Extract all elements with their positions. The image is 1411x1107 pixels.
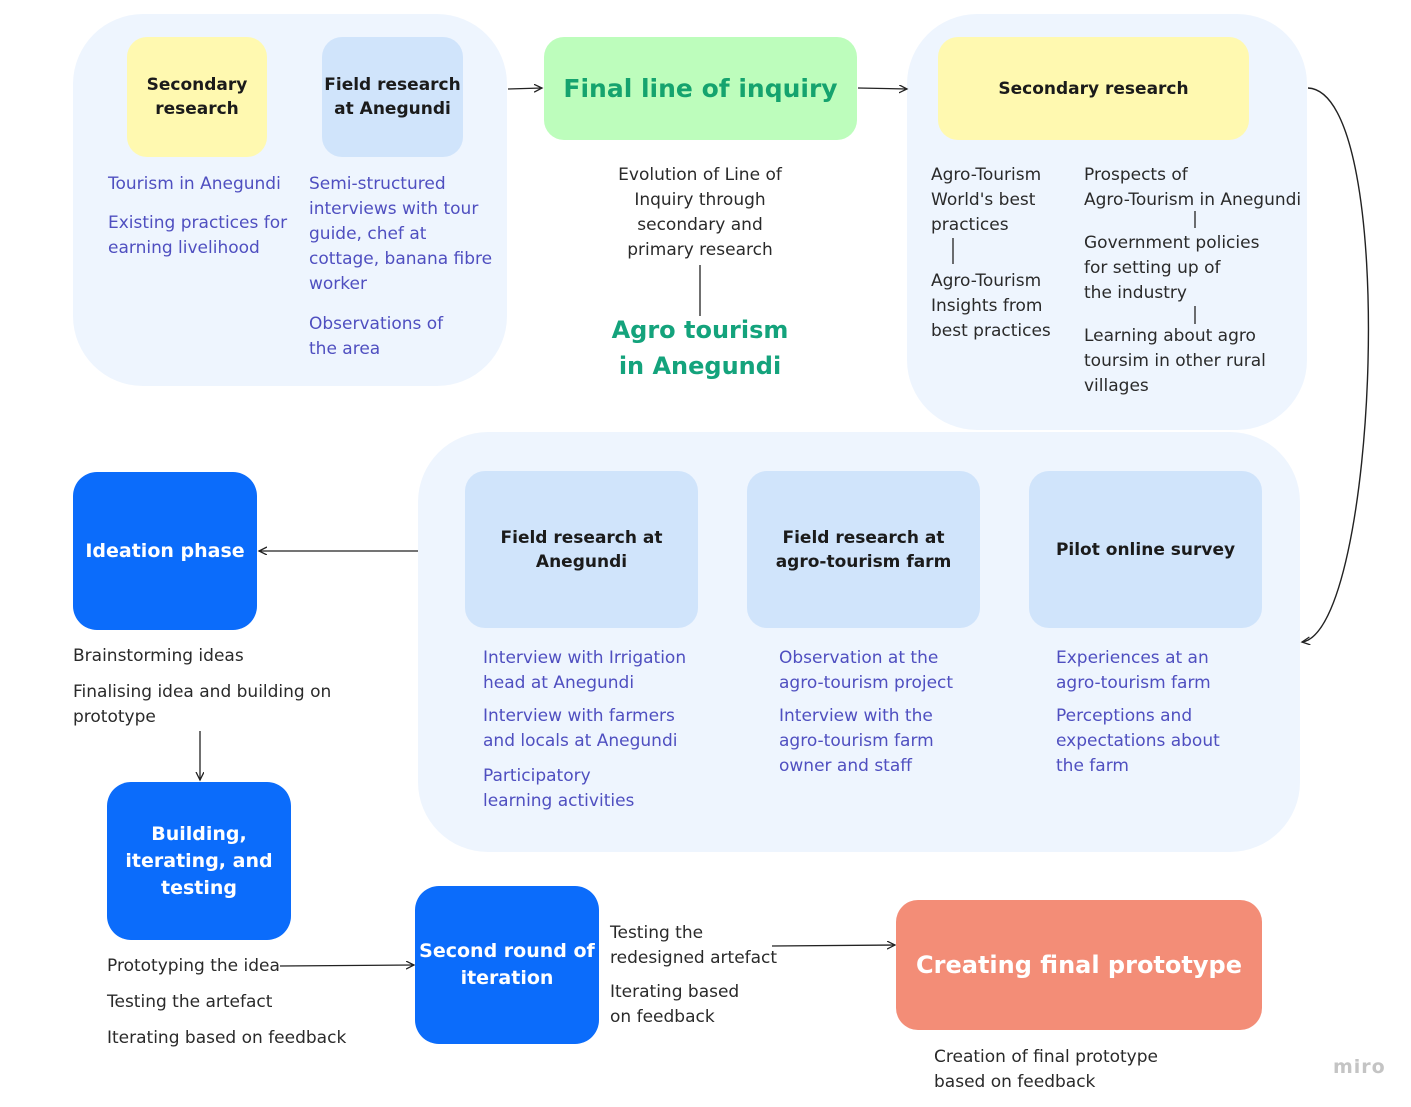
note-insights-best-practices: Agro-Tourism Insights from best practice… <box>931 271 1051 341</box>
note-observations-area: Observations of the area <box>309 314 444 359</box>
note-testing-artefact: Testing the artefact <box>107 992 273 1012</box>
note-evolution-inquiry: Evolution of Line of Inquiry through sec… <box>618 165 782 260</box>
note-perceptions-expectations: Perceptions and expectations about the f… <box>1056 706 1220 776</box>
field-research-farm-box: Field research at agro-tourism farm <box>747 471 980 628</box>
note-testing-redesigned: Testing the redesigned artefact <box>610 923 778 968</box>
note-observation-project: Observation at the agro-tourism project <box>779 648 954 693</box>
arrow-building-to-second <box>279 965 414 966</box>
note-worlds-best-practices: Agro-Tourism World's best practices <box>931 165 1042 235</box>
agro-tourism-title: Agro tourism in Anegundi <box>611 316 789 380</box>
note-prototyping-idea: Prototyping the idea <box>107 956 280 976</box>
note-learning-rural-villages: Learning about agro toursim in other rur… <box>1084 326 1266 396</box>
note-interview-owner: Interview with the agro-tourism farm own… <box>779 706 934 776</box>
building-iterating-testing-box: Building, iterating, and testing <box>107 782 291 940</box>
arrow-topleft-to-inquiry <box>507 88 542 89</box>
note-experiences-farm: Experiences at an agro-tourism farm <box>1056 648 1211 693</box>
secondary-research-box: Secondary research <box>127 37 267 157</box>
secondary-research-box-right: Secondary research <box>938 37 1249 140</box>
note-brainstorming: Brainstorming ideas <box>73 646 244 666</box>
final-line-of-inquiry-box: Final line of inquiry <box>544 37 857 140</box>
note-participatory-learning: Participatory learning activities <box>483 766 635 811</box>
arrow-inquiry-to-secondary <box>857 88 907 89</box>
field-research-anegundi-box: Field research at Anegundi <box>322 37 463 157</box>
note-creation-final-prototype: Creation of final prototype based on fee… <box>934 1047 1158 1092</box>
note-interview-irrigation: Interview with Irrigation head at Anegun… <box>483 648 687 693</box>
note-government-policies: Government policies for setting up of th… <box>1084 233 1260 303</box>
arrow-second-to-final <box>771 945 895 946</box>
note-prospects: Prospects of Agro-Tourism in Anegundi <box>1084 165 1302 210</box>
ideation-phase-box: Ideation phase <box>73 472 257 630</box>
note-interview-farmers: Interview with farmers and locals at Ane… <box>483 706 678 751</box>
miro-logo: miro <box>1333 1056 1386 1078</box>
creating-final-prototype-box: Creating final prototype <box>896 900 1262 1030</box>
field-research-anegundi-box-2: Field research at Anegundi <box>465 471 698 628</box>
note-iterating-feedback: Iterating based on feedback <box>107 1028 347 1048</box>
note-finalising-idea: Finalising idea and building on prototyp… <box>73 682 332 727</box>
note-tourism-anegundi: Tourism in Anegundi <box>108 174 281 194</box>
pilot-online-survey-box: Pilot online survey <box>1029 471 1262 628</box>
note-iterating-based-feedback: Iterating based on feedback <box>610 982 740 1027</box>
second-round-iteration-box: Second round of iteration <box>415 886 599 1044</box>
note-existing-practices: Existing practices for earning livelihoo… <box>108 213 288 258</box>
arrow-curve-right <box>1302 87 1370 642</box>
note-semi-structured-interviews: Semi-structured interviews with tour gui… <box>309 174 493 294</box>
